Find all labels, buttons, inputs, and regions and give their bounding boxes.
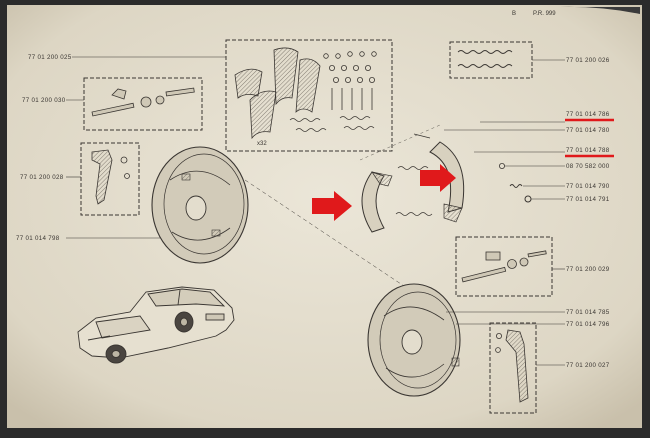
return-spring-icon bbox=[457, 50, 513, 68]
brake-shoe-left bbox=[361, 171, 385, 233]
part-number-shoe-2: 77 01 014 780 bbox=[566, 127, 610, 134]
handbrake-lever-icon bbox=[91, 149, 113, 205]
adjuster-kit-left-group bbox=[66, 77, 203, 131]
handbrake-lever-icon bbox=[505, 329, 529, 403]
part-number-shoe-highlighted-3: 77 01 014 788 bbox=[566, 147, 610, 154]
clip-icon bbox=[498, 162, 505, 169]
red-arrow-right-shoe bbox=[420, 164, 456, 192]
paper-sheet bbox=[7, 5, 642, 428]
adjuster-kit-right-group bbox=[455, 236, 565, 297]
brake-lining-icon bbox=[234, 47, 321, 140]
lever-kit-left-box bbox=[80, 142, 140, 216]
hub-icon bbox=[185, 195, 207, 221]
part-number-backing-plate-right-1: 77 01 014 785 bbox=[566, 309, 610, 316]
part-number-spring: 77 01 014 790 bbox=[566, 183, 610, 190]
pin-icon bbox=[413, 133, 431, 139]
shoe-spring-icon bbox=[397, 166, 429, 170]
part-number-lever-kit-right: 77 01 200 027 bbox=[566, 362, 610, 369]
part-number-lining-kit: 77 01 200 025 bbox=[28, 54, 72, 61]
lining-kit-group bbox=[72, 39, 393, 152]
part-number-adjuster-kit-left: 77 01 200 030 bbox=[22, 97, 66, 104]
page-letter: B bbox=[512, 11, 516, 17]
part-number-springs-kit: 77 01 200 026 bbox=[566, 57, 610, 64]
lever-kit-right-box bbox=[489, 322, 537, 414]
part-number-adjuster-kit-right: 77 01 200 029 bbox=[566, 266, 610, 273]
hub-icon bbox=[401, 329, 423, 355]
lever-kit-left-group bbox=[66, 142, 140, 216]
brake-shoes-group bbox=[359, 121, 565, 233]
part-number-lever-kit-left: 77 01 200 028 bbox=[20, 174, 64, 181]
part-number-backing-plate-left: 77 01 014 798 bbox=[16, 235, 60, 242]
adjuster-kit-right-box bbox=[455, 236, 553, 297]
lining-kit-box bbox=[225, 39, 393, 152]
backing-plate-right-group bbox=[367, 283, 565, 397]
clip-icon bbox=[120, 156, 128, 164]
part-number-washer: 77 01 014 791 bbox=[566, 196, 610, 203]
part-number-shoe-highlighted-1: 77 01 014 786 bbox=[566, 111, 610, 118]
red-arrow-left-shoe bbox=[312, 191, 352, 221]
springs-kit-group bbox=[449, 41, 565, 79]
page-ref: P.R. 999 bbox=[533, 11, 556, 17]
washer-icon bbox=[124, 173, 130, 179]
adjuster-kit-left-box bbox=[83, 77, 203, 131]
spring-icon bbox=[509, 184, 523, 188]
car-illustration bbox=[77, 286, 235, 364]
adjuster-rod-icon bbox=[461, 250, 547, 283]
spring-pins-icon bbox=[289, 51, 377, 132]
part-number-backing-plate-right-2: 77 01 014 796 bbox=[566, 321, 610, 328]
kit-quantity-note: x32 bbox=[257, 141, 267, 147]
adjuster-rod-icon bbox=[91, 87, 195, 117]
backing-plate-left-group bbox=[66, 146, 441, 311]
page-corner-shadow bbox=[560, 6, 640, 14]
lever-kit-right-group bbox=[489, 322, 565, 414]
part-number-clip: 08 70 582 000 bbox=[566, 163, 610, 170]
